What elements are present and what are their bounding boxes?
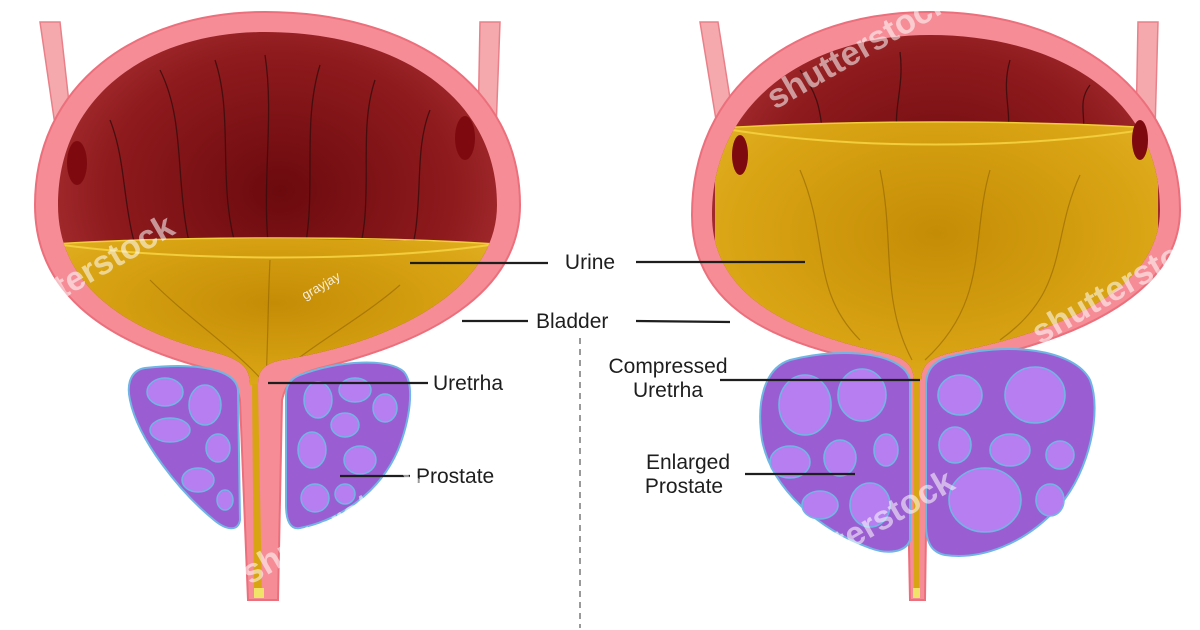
enlarged-bladder bbox=[690, 10, 1182, 601]
prostate-label: Prostate bbox=[416, 465, 494, 488]
enlarged-prostate-label-line2: Prostate bbox=[645, 475, 723, 498]
compressed-urethra-label-line1: Compressed bbox=[608, 355, 727, 378]
watermark-author-2: grayjay bbox=[704, 382, 745, 423]
right-urethra bbox=[913, 380, 920, 598]
urine-label: Urine bbox=[565, 251, 615, 274]
right-prostate bbox=[759, 348, 1096, 557]
bladder-label: Bladder bbox=[536, 310, 608, 333]
enlarged-prostate-label-line1: Enlarged bbox=[646, 451, 730, 474]
left-prostate bbox=[127, 361, 412, 530]
bladder-leader-right bbox=[635, 319, 731, 324]
compressed-urethra-label-line2: Uretrha bbox=[633, 379, 703, 402]
urethra-label: Uretrha bbox=[433, 372, 503, 395]
left-urethra bbox=[252, 384, 262, 598]
normal-bladder bbox=[33, 10, 522, 601]
